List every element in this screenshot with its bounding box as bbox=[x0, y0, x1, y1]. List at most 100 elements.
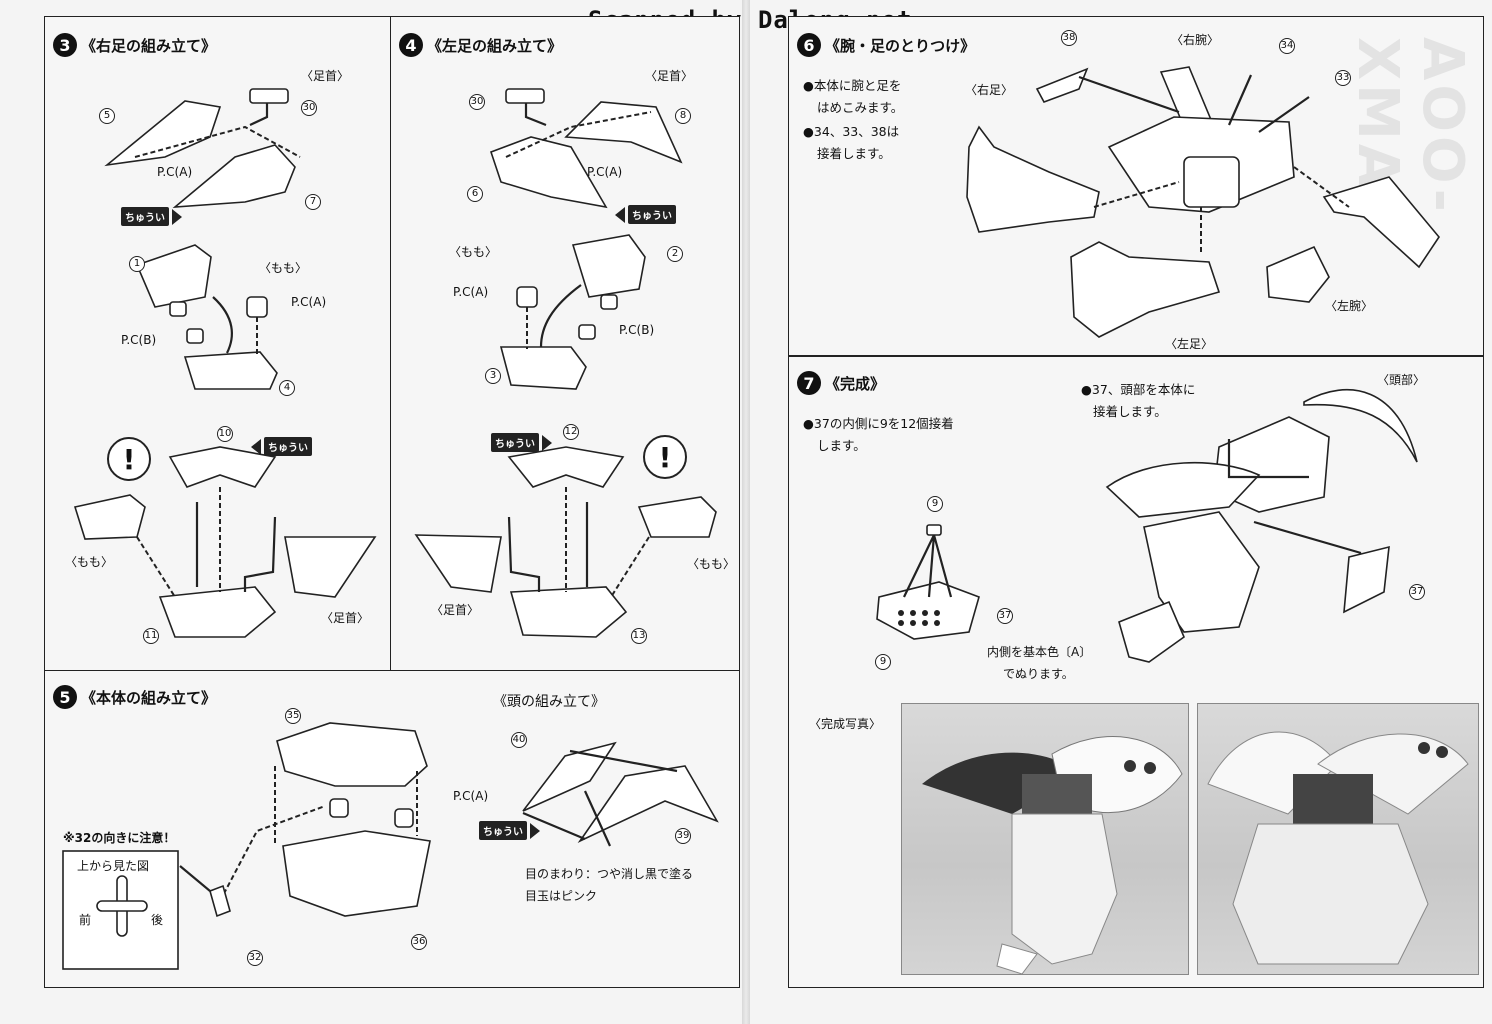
step5-heading: 5 《本体の組み立て》 bbox=[53, 685, 216, 709]
step5-part39: 39 bbox=[675, 827, 691, 844]
step3-part10: 10 bbox=[217, 425, 233, 442]
step6-note2b: 接着します。 bbox=[817, 146, 891, 161]
step4-momo-label: 〈もも〉 bbox=[449, 245, 498, 259]
step4-diagram bbox=[414, 88, 717, 638]
step3-warning-icon: ! bbox=[107, 437, 151, 481]
step7-part9b: 9 bbox=[875, 653, 891, 670]
step3-panel: 3 《右足の組み立て》 〈足首〉 30 5 P.C(A) 7 bbox=[44, 16, 392, 672]
step6-note1b: はめこみます。 bbox=[817, 100, 904, 115]
step7-head-label: 〈頭部〉 bbox=[1377, 373, 1426, 387]
step5-eye-note2: 目玉はピンク bbox=[525, 889, 598, 903]
step7-note2a: ●37、頭部を本体に bbox=[1081, 382, 1196, 397]
step4-part13: 13 bbox=[631, 627, 647, 644]
step6-part38: 38 bbox=[1061, 29, 1077, 46]
photo-front-silhouette bbox=[922, 736, 1183, 974]
step7-part37b: 37 bbox=[1409, 583, 1425, 600]
step3-part1: 1 bbox=[129, 255, 145, 272]
step6-note1a: ●本体に腕と足を bbox=[803, 78, 902, 93]
step7-panel: 7 《完成》 ●37、頭部を本体に 接着します。 〈頭部〉 ●37の内側に9を1… bbox=[788, 356, 1484, 988]
step5-topview-label: 上から見た図 bbox=[77, 859, 150, 873]
step4-part12: 12 bbox=[563, 423, 579, 440]
step5-part35: 35 bbox=[285, 707, 301, 724]
step3-caution: ちゅうい bbox=[121, 207, 182, 226]
step7-inner-b: でぬります。 bbox=[1003, 667, 1074, 681]
step5-part32: 32 bbox=[247, 949, 263, 966]
step4-caution-2: ちゅうい bbox=[491, 433, 552, 452]
completed-photo-front bbox=[901, 703, 1189, 975]
step3-heading: 3 《右足の組み立て》 bbox=[53, 33, 216, 57]
step7-note2b: 接着します。 bbox=[1093, 404, 1167, 419]
step3-ashikubi-label: 〈足首〉 bbox=[301, 69, 350, 83]
step7-part9a: 9 bbox=[927, 495, 943, 512]
step7-note1a: ●37の内側に9を12個接着 bbox=[803, 416, 954, 431]
step5-panel: 5 《本体の組み立て》 《頭の組み立て》 35 P.C(A) ※32の向きに注意… bbox=[44, 670, 740, 988]
step5-part36: 36 bbox=[411, 933, 427, 950]
step3-ashikubi-label-2: 〈足首〉 bbox=[321, 611, 370, 625]
photo-back-silhouette bbox=[1207, 731, 1469, 965]
step6-heading: 6 《腕・足のとりつけ》 bbox=[797, 33, 975, 57]
step4-momo-label-2: 〈もも〉 bbox=[687, 557, 736, 571]
step7-number: 7 bbox=[797, 371, 821, 395]
step6-right-arm-label: 〈右腕〉 bbox=[1171, 33, 1220, 47]
step3-number: 3 bbox=[53, 33, 77, 57]
step5-head-title: 《頭の組み立て》 bbox=[493, 694, 605, 710]
side-mark: AOO-XMA bbox=[1345, 37, 1475, 216]
step7-part37a: 37 bbox=[997, 607, 1013, 624]
step4-pca-label: P.C(A) bbox=[587, 165, 623, 179]
step7-diagram bbox=[876, 389, 1418, 663]
step7-title: 《完成》 bbox=[825, 374, 886, 393]
step3-title: 《右足の組み立て》 bbox=[81, 36, 217, 55]
step3-momo-label: 〈もも〉 bbox=[259, 261, 308, 275]
step5-number: 5 bbox=[53, 685, 77, 709]
step5-diagram bbox=[62, 722, 719, 970]
step4-heading: 4 《左足の組み立て》 bbox=[399, 33, 562, 57]
step4-part8: 8 bbox=[675, 107, 691, 124]
step4-panel: 4 《左足の組み立て》 〈足首〉 30 8 P.C(A) 6 bbox=[390, 16, 740, 672]
step3-part11: 11 bbox=[143, 627, 159, 644]
step4-pcb-label: P.C(B) bbox=[619, 323, 655, 337]
step4-title: 《左足の組み立て》 bbox=[427, 36, 563, 55]
step6-part33: 33 bbox=[1335, 69, 1351, 86]
step4-caution: ちゅうい bbox=[615, 205, 676, 224]
step6-left-arm-label: 〈左腕〉 bbox=[1325, 299, 1374, 313]
step5-note32: ※32の向きに注意！ bbox=[63, 831, 176, 845]
step6-right-leg-label: 〈右足〉 bbox=[965, 83, 1014, 97]
step5-back-label: 後 bbox=[151, 913, 164, 927]
step4-number: 4 bbox=[399, 33, 423, 57]
step7-heading: 7 《完成》 bbox=[797, 371, 885, 395]
page-gutter bbox=[742, 0, 750, 1024]
step3-pca-label: P.C(A) bbox=[157, 165, 193, 179]
step6-part34: 34 bbox=[1279, 37, 1295, 54]
step4-part30: 30 bbox=[469, 93, 485, 110]
step3-pcb-label: P.C(B) bbox=[121, 333, 157, 347]
step5-pca-label: P.C(A) bbox=[453, 789, 489, 803]
step7-photo-label: 〈完成写真〉 bbox=[809, 717, 882, 731]
step4-ashikubi-label-2: 〈足首〉 bbox=[431, 603, 480, 617]
step6-number: 6 bbox=[797, 33, 821, 57]
step3-part5: 5 bbox=[99, 107, 115, 124]
step3-pca-label-2: P.C(A) bbox=[291, 295, 327, 309]
step3-part4: 4 bbox=[279, 379, 295, 396]
step7-note1b: します。 bbox=[817, 438, 866, 453]
step4-pca-label-2: P.C(A) bbox=[453, 285, 489, 299]
step4-part2: 2 bbox=[667, 245, 683, 262]
step5-front-label: 前 bbox=[79, 913, 92, 927]
step3-caution-2: ちゅうい bbox=[251, 437, 312, 456]
step3-momo-label-2: 〈もも〉 bbox=[65, 555, 114, 569]
step4-warning-icon: ! bbox=[643, 435, 687, 479]
step5-part40: 40 bbox=[511, 731, 527, 748]
step6-diagram bbox=[966, 66, 1440, 338]
step5-title: 《本体の組み立て》 bbox=[81, 688, 217, 707]
step3-part30: 30 bbox=[301, 99, 317, 116]
step5-caution: ちゅうい bbox=[479, 821, 540, 840]
completed-photo-back bbox=[1197, 703, 1479, 975]
step4-part6: 6 bbox=[467, 185, 483, 202]
step6-panel: AOO-XMA 6 《腕・足のとりつけ》 ●本体に腕と足を はめこみます。 ●3… bbox=[788, 16, 1484, 356]
step4-part3: 3 bbox=[485, 367, 501, 384]
step6-note2a: ●34、33、38は bbox=[803, 124, 900, 139]
step4-ashikubi-label: 〈足首〉 bbox=[645, 69, 694, 83]
step3-part7: 7 bbox=[305, 193, 321, 210]
step7-inner-a: 内側を基本色〔A〕 bbox=[987, 645, 1092, 659]
step6-left-leg-label: 〈左足〉 bbox=[1165, 337, 1214, 351]
